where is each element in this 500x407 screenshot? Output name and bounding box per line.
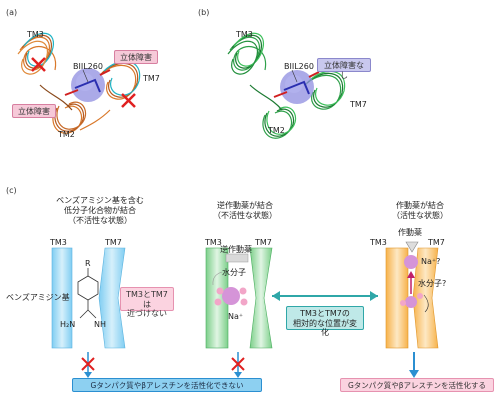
na-plus-label: Na⁺ [228, 312, 244, 321]
col3-tm7: TM7 [428, 238, 445, 247]
water-molecule-label: 水分子 [222, 268, 246, 277]
nh-label: NH [94, 320, 106, 329]
col2-title-line1: 逆作動薬が結合 [217, 201, 273, 210]
panel-a-tm7: TM7 [143, 74, 160, 83]
col3-title-line2: （活性な状態） [392, 211, 448, 220]
cannot-approach-line1: TM3とTM7は [126, 290, 168, 309]
panel-b-tm3: TM3 [236, 30, 253, 39]
cannot-activate-bar: Gタンパク質やβアレスチンを活性化できない [72, 378, 262, 392]
cannot-approach-badge: TM3とTM7は 近づけない [120, 287, 174, 318]
col1-title-line3: （不活性な状態） [68, 216, 132, 225]
col1-tm3: TM3 [50, 238, 67, 247]
relative-position-badge: TM3とTM7の 相対的な位置が変化 [286, 306, 364, 337]
r-label: R [85, 259, 91, 268]
na-plus-q-label: Na⁺? [421, 257, 441, 266]
col1-title-line1: ベンズアミジン基を含む [56, 196, 144, 205]
panel-a-steric-left-badge: 立体障害 [12, 104, 56, 118]
inverse-agonist-label: 逆作動薬 [220, 245, 252, 254]
col1-tm7: TM7 [105, 238, 122, 247]
col2-title-line2: （不活性な状態） [213, 211, 277, 220]
col3-tm3: TM3 [370, 238, 387, 247]
agonist-label: 作動薬 [398, 228, 422, 237]
panel-a-tm2: TM2 [58, 130, 75, 139]
panel-b-tm7: TM7 [350, 100, 367, 109]
activates-bar: Gタンパク質やβアレスチンを活性化する [340, 378, 494, 392]
panel-b-label: (b) [198, 8, 210, 17]
benzamidine-label: ベンズアミジン基 [6, 293, 70, 302]
cannot-approach-line2: 近づけない [127, 309, 167, 319]
panel-a-steric-top-badge: 立体障害 [114, 50, 158, 64]
panel-a-label: (a) [6, 8, 18, 17]
water-q-label: 水分子? [418, 279, 447, 288]
panel-b-tm2: TM2 [268, 126, 285, 135]
panel-b-residue: BIIL260 [284, 62, 314, 71]
panel-a-residue: BIIL260 [73, 62, 103, 71]
h2n-label: H₂N [60, 320, 76, 329]
panel-a-tm3: TM3 [27, 30, 44, 39]
col2-tm7: TM7 [255, 238, 272, 247]
col3-title-line1: 作動薬が結合 [396, 201, 444, 210]
panel-b-no-steric-badge: 立体障害なし [317, 58, 371, 80]
panel-c-label: (c) [6, 186, 17, 195]
col1-title-line2: 低分子化合物が結合 [64, 206, 136, 215]
relative-position-line2: 相対的な位置が変化 [293, 318, 357, 338]
col2-tm3: TM3 [205, 238, 222, 247]
relative-position-line1: TM3とTM7の [300, 309, 350, 318]
